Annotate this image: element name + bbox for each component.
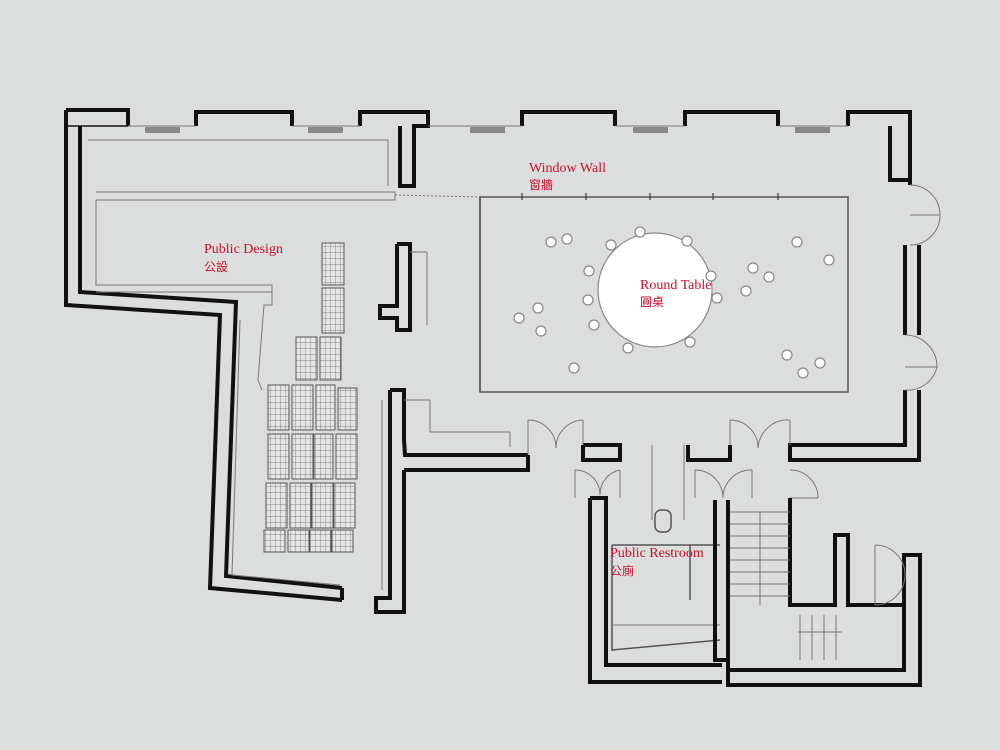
chair xyxy=(634,226,646,238)
label-public-restroom: Public Restroom xyxy=(610,546,704,561)
chair xyxy=(740,285,752,297)
chair xyxy=(684,336,696,348)
chair xyxy=(814,357,826,369)
chair xyxy=(747,262,759,274)
window xyxy=(145,127,180,133)
window xyxy=(795,127,830,133)
window xyxy=(633,127,668,133)
chair xyxy=(532,302,544,314)
left-wing-walls xyxy=(64,110,481,602)
chair xyxy=(583,265,595,277)
chair xyxy=(781,349,793,361)
chair xyxy=(705,270,717,282)
right-walls xyxy=(527,126,941,520)
windows xyxy=(145,127,830,133)
window xyxy=(470,127,505,133)
label-window-wall: Window Wall xyxy=(529,161,606,176)
label-public-design-zh: 公設 xyxy=(204,259,228,274)
chairs xyxy=(513,226,835,379)
top-wall xyxy=(66,108,912,188)
chair xyxy=(588,319,600,331)
chair xyxy=(797,367,809,379)
chair xyxy=(545,236,557,248)
chair xyxy=(568,362,580,374)
label-public-design: Public Design xyxy=(204,242,283,257)
chair xyxy=(582,294,594,306)
stall-grid xyxy=(263,242,358,553)
chair xyxy=(535,325,547,337)
label-public-restroom-zh: 公廁 xyxy=(610,563,634,578)
label-round-table-zh: 圓桌 xyxy=(640,295,664,309)
chair xyxy=(513,312,525,324)
chair xyxy=(681,235,693,247)
restroom xyxy=(574,469,722,684)
chair xyxy=(711,292,723,304)
display-table xyxy=(479,193,849,393)
window xyxy=(308,127,343,133)
stairs xyxy=(694,469,922,687)
round-table xyxy=(597,232,713,348)
chair xyxy=(791,236,803,248)
chair xyxy=(823,254,835,266)
chair xyxy=(622,342,634,354)
chair xyxy=(561,233,573,245)
label-round-table: Round Table xyxy=(640,278,711,293)
label-window-wall-zh: 窗牆 xyxy=(529,177,553,192)
chair xyxy=(763,271,775,283)
chair xyxy=(605,239,617,251)
partitions xyxy=(374,242,530,614)
toilet-icon xyxy=(654,509,672,533)
